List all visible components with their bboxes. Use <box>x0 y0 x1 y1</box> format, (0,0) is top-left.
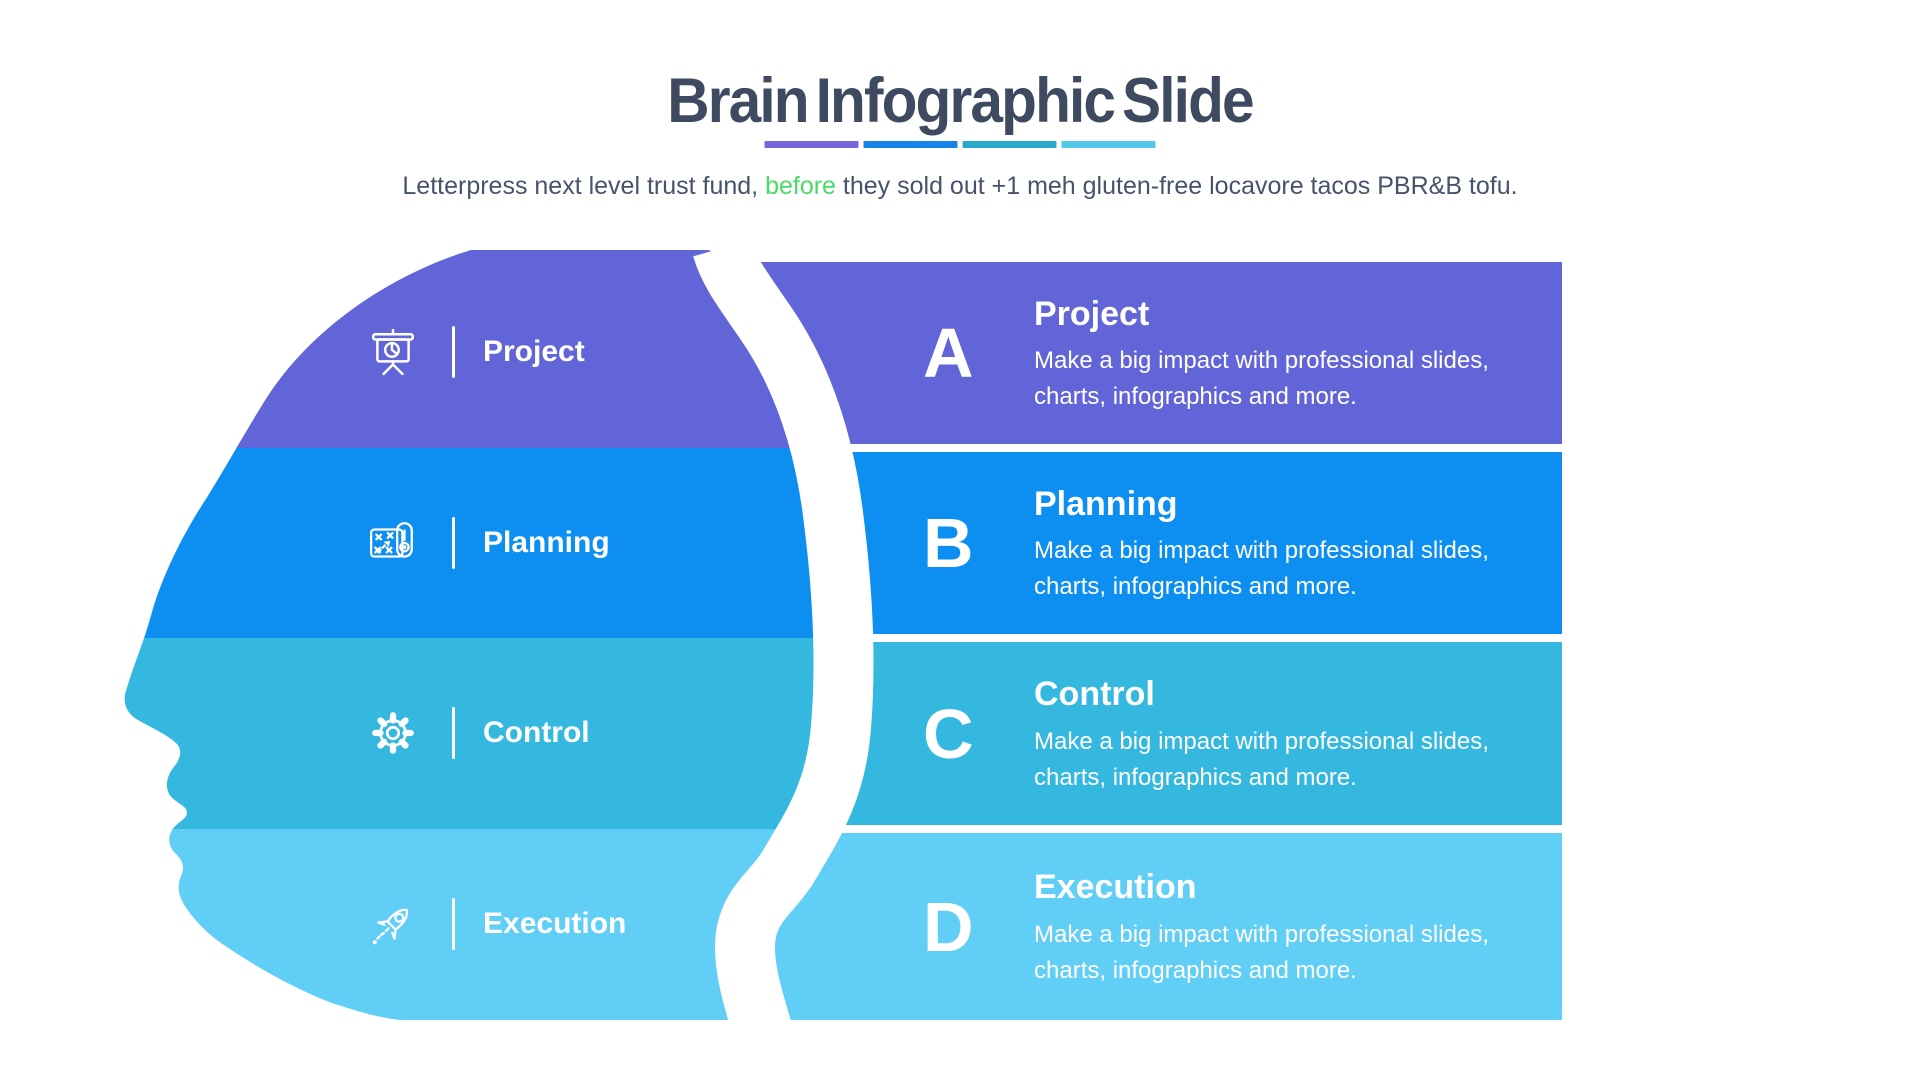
presentation-board-icon <box>368 326 418 378</box>
subtitle-text-lead: Letterpress next level trust fund, <box>402 172 766 200</box>
head-row-execution: Execution <box>368 882 626 966</box>
row-text-a: Project Make a big impact with professio… <box>1034 291 1494 415</box>
info-row-a: A Project Make a big impact with profess… <box>700 262 1562 444</box>
row-text-b: Planning Make a big impact with professi… <box>1034 481 1494 605</box>
page-title: Brain Infographic Slide <box>667 66 1254 136</box>
title-accent-bars <box>764 141 1156 148</box>
gear-icon <box>368 707 418 759</box>
head-label-project: Project <box>483 335 585 368</box>
info-row-c: C Control Make a big impact with profess… <box>700 642 1562 825</box>
row-letter-c: C <box>923 694 974 773</box>
row-description-b: Make a big impact with professional slid… <box>1034 537 1489 601</box>
label-divider <box>452 517 455 569</box>
row-description-c: Make a big impact with professional slid… <box>1034 727 1489 791</box>
accent-bar-blue <box>863 141 958 148</box>
strategy-map-icon <box>368 517 418 569</box>
subtitle-highlight: before <box>765 172 836 200</box>
row-title-d: Execution <box>1034 868 1197 907</box>
row-title-b: Planning <box>1034 484 1178 523</box>
row-text-c: Control Make a big impact with professio… <box>1034 671 1494 795</box>
row-letter-a: A <box>923 314 974 392</box>
head-row-project: Project <box>368 310 585 394</box>
head-row-control: Control <box>368 691 590 775</box>
row-text-d: Execution Make a big impact with profess… <box>1034 864 1494 988</box>
row-title-c: Control <box>1034 675 1155 714</box>
head-row-planning: Planning <box>368 501 610 585</box>
row-description-d: Make a big impact with professional slid… <box>1034 920 1489 984</box>
accent-bar-lightblue <box>1061 141 1156 148</box>
head-label-execution: Execution <box>483 907 627 940</box>
subtitle-text-tail: they sold out +1 meh gluten-free locavor… <box>835 172 1518 200</box>
accent-bar-teal <box>962 141 1057 148</box>
head-label-control: Control <box>483 716 590 749</box>
label-divider <box>452 707 455 759</box>
row-description-a: Make a big impact with professional slid… <box>1034 347 1489 411</box>
rocket-icon <box>368 898 418 950</box>
info-row-b: B Planning Make a big impact with profes… <box>700 452 1562 634</box>
label-divider <box>452 898 455 950</box>
accent-bar-purple <box>764 141 859 148</box>
row-letter-b: B <box>923 504 974 582</box>
row-title-a: Project <box>1034 294 1150 333</box>
info-row-d: D Execution Make a big impact with profe… <box>700 833 1562 1020</box>
head-label-planning: Planning <box>483 526 610 559</box>
row-letter-d: D <box>923 887 974 966</box>
label-divider <box>452 326 455 378</box>
subtitle: Letterpress next level trust fund, befor… <box>0 170 1920 203</box>
